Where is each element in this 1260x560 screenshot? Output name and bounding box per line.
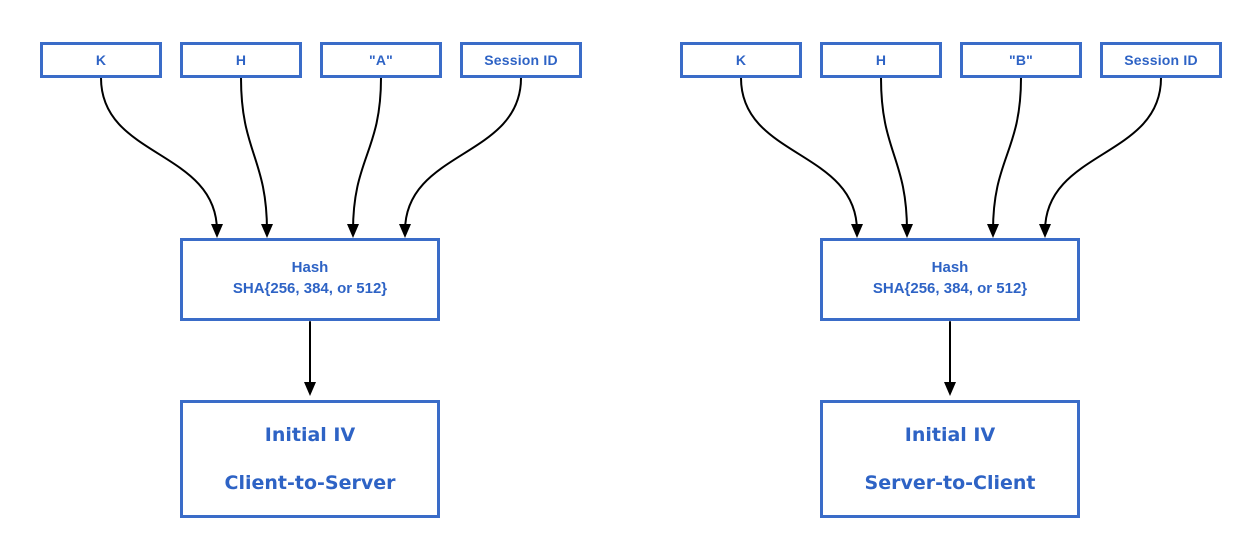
diagram-client-to-server: K H "A" Session ID Hash SHA{256, 384, or… <box>40 42 582 518</box>
input-label: H <box>235 52 247 68</box>
input-label: H <box>875 52 887 68</box>
input-box-k: K <box>680 42 802 78</box>
arrow-k-to-hash <box>740 77 863 238</box>
output-box-server-to-client: Initial IV Server-to-Client <box>820 400 1080 518</box>
arrow-k-to-hash <box>100 77 223 238</box>
output-title: Initial IV <box>904 424 996 446</box>
arrow-h-to-hash <box>880 77 913 238</box>
input-label: "B" <box>1009 52 1033 68</box>
input-box-h: H <box>820 42 942 78</box>
arrow-b-to-hash <box>987 77 1022 238</box>
hash-title: Hash <box>291 258 329 276</box>
arrow-h-to-hash <box>240 77 273 238</box>
hash-subtitle: SHA{256, 384, or 512} <box>232 279 388 297</box>
input-label: K <box>735 52 747 68</box>
output-box-client-to-server: Initial IV Client-to-Server <box>180 400 440 518</box>
arrow-a-to-hash <box>347 77 382 238</box>
hash-box: Hash SHA{256, 384, or 512} <box>180 238 440 321</box>
input-label: K <box>95 52 107 68</box>
hash-box: Hash SHA{256, 384, or 512} <box>820 238 1080 321</box>
input-box-h: H <box>180 42 302 78</box>
input-box-k: K <box>40 42 162 78</box>
input-box-b: "B" <box>960 42 1082 78</box>
hash-title: Hash <box>931 258 969 276</box>
output-subtitle: Server-to-Client <box>864 472 1036 494</box>
input-box-session-id: Session ID <box>460 42 582 78</box>
input-label: Session ID <box>1124 52 1198 68</box>
arrow-sessionid-to-hash <box>1039 77 1162 238</box>
output-title: Initial IV <box>264 424 356 446</box>
input-label: "A" <box>369 52 393 68</box>
diagram-server-to-client: K H "B" Session ID Hash SHA{256, 384, or… <box>640 0 1260 560</box>
input-box-a: "A" <box>320 42 442 78</box>
arrow-sessionid-to-hash <box>399 77 522 238</box>
input-box-session-id: Session ID <box>1100 42 1222 78</box>
hash-subtitle: SHA{256, 384, or 512} <box>872 279 1028 297</box>
output-subtitle: Client-to-Server <box>224 472 396 494</box>
input-label: Session ID <box>484 52 558 68</box>
